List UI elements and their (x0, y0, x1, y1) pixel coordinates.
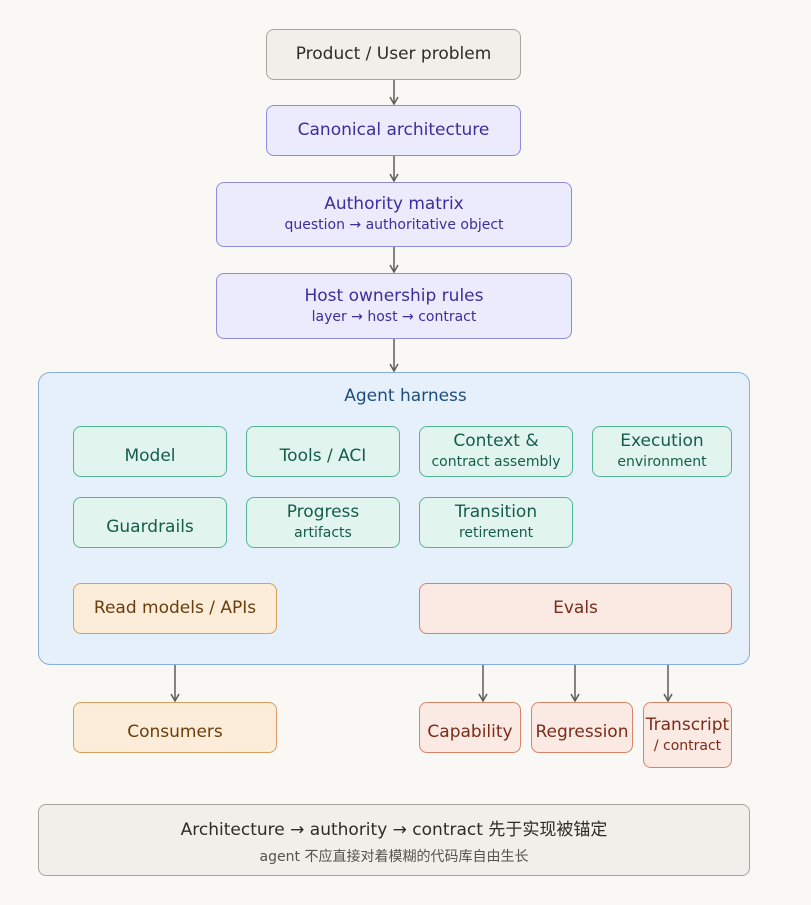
node-product-user-problem: Product / User problem (266, 29, 521, 80)
node-host-ownership-rules: Host ownership rules layer → host → cont… (216, 273, 572, 339)
node-title: Execution (620, 431, 704, 452)
node-subtitle: artifacts (294, 525, 352, 542)
node-context-assembly: Context & contract assembly (419, 426, 573, 477)
node-title: Authority matrix (324, 194, 464, 215)
node-title: Tools / ACI (279, 445, 367, 466)
node-execution-environment: Execution environment (592, 426, 732, 477)
node-title: Consumers (127, 721, 223, 742)
node-canonical-architecture: Canonical architecture (266, 105, 521, 156)
node-title: Read models / APIs (93, 597, 257, 618)
node-authority-matrix: Authority matrix question → authoritativ… (216, 182, 572, 247)
node-subtitle: layer → host → contract (311, 308, 477, 325)
node-subtitle: / contract (653, 737, 722, 754)
node-subtitle: contract assembly (431, 454, 561, 471)
node-title: Progress (286, 502, 360, 523)
node-title: Context & (453, 431, 539, 452)
node-consumers: Consumers (73, 702, 277, 753)
node-tools-aci: Tools / ACI (246, 426, 400, 477)
node-title: Transcript (645, 714, 730, 735)
node-regression: Regression (531, 702, 633, 753)
node-title: Capability (427, 721, 513, 742)
node-read-models-apis: Read models / APIs (73, 583, 277, 634)
node-title: Host ownership rules (304, 285, 484, 306)
footer-line-2: agent 不应直接对着模糊的代码库自由生长 (259, 848, 529, 865)
node-subtitle: retirement (458, 525, 534, 542)
node-model: Model (73, 426, 227, 477)
node-title: Canonical architecture (297, 119, 490, 140)
node-capability: Capability (419, 702, 521, 753)
node-title: Evals (553, 597, 598, 618)
node-subtitle: question → authoritative object (284, 217, 504, 234)
node-evals: Evals (419, 583, 732, 634)
node-title: Guardrails (106, 516, 194, 537)
node-title: Regression (535, 721, 629, 742)
node-transition-retirement: Transition retirement (419, 497, 573, 548)
agent-harness-title: Agent harness (344, 386, 467, 406)
footer-note: Architecture → authority → contract 先于实现… (38, 804, 750, 876)
node-title: Transition (454, 502, 538, 523)
node-transcript-contract: Transcript / contract (643, 702, 732, 768)
node-progress-artifacts: Progress artifacts (246, 497, 400, 548)
node-guardrails: Guardrails (73, 497, 227, 548)
footer-line-1: Architecture → authority → contract 先于实现… (180, 819, 608, 840)
node-title: Model (124, 445, 176, 466)
node-title: Product / User problem (295, 43, 492, 64)
node-subtitle: environment (617, 454, 707, 471)
